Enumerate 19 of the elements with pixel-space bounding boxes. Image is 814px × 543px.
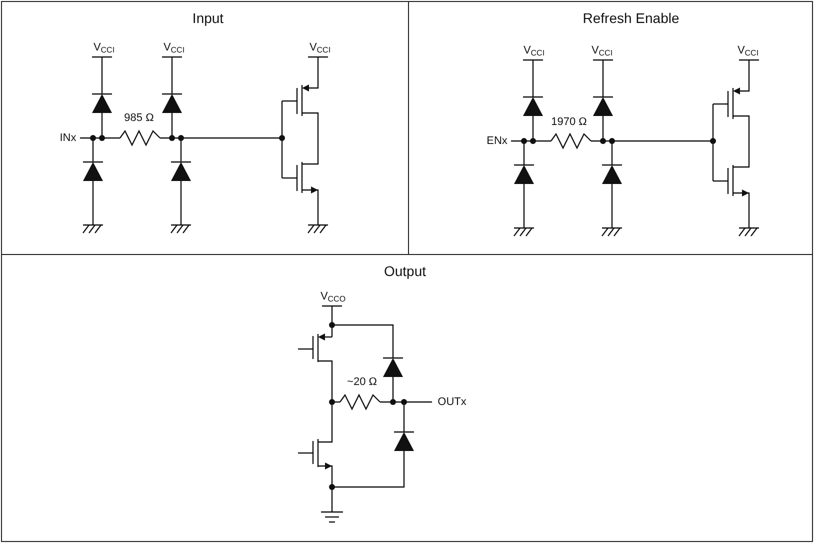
circuit-label: V$_{CCI}$ xyxy=(93,42,115,54)
circuit-panel xyxy=(1,1,409,255)
circuit-label: INx xyxy=(60,132,76,144)
circuit-label: 1970 Ω xyxy=(551,116,587,128)
circuit-panel xyxy=(1,254,813,542)
circuit-label: V$_{CCI}$ xyxy=(309,42,331,54)
circuit-label: V$_{CCI}$ xyxy=(523,44,545,58)
circuit-panel xyxy=(408,1,813,255)
circuit-label: ~20 Ω xyxy=(347,376,377,388)
circuit-label: V$_{CCI}$ xyxy=(737,44,759,58)
circuit-label: OUTx xyxy=(438,396,466,408)
circuit-label: V$_{CCI}$ xyxy=(591,44,613,58)
circuit-label: ENx xyxy=(486,135,508,147)
circuit-label: V$_{CCO}$ xyxy=(320,290,346,304)
circuit-label: 985 Ω xyxy=(124,112,154,124)
panel-title: Refresh Enable xyxy=(582,10,680,26)
panel-title: Input xyxy=(192,10,224,26)
circuit-label: V$_{CCI}$ xyxy=(163,42,185,54)
panel-title: Output xyxy=(384,263,426,279)
